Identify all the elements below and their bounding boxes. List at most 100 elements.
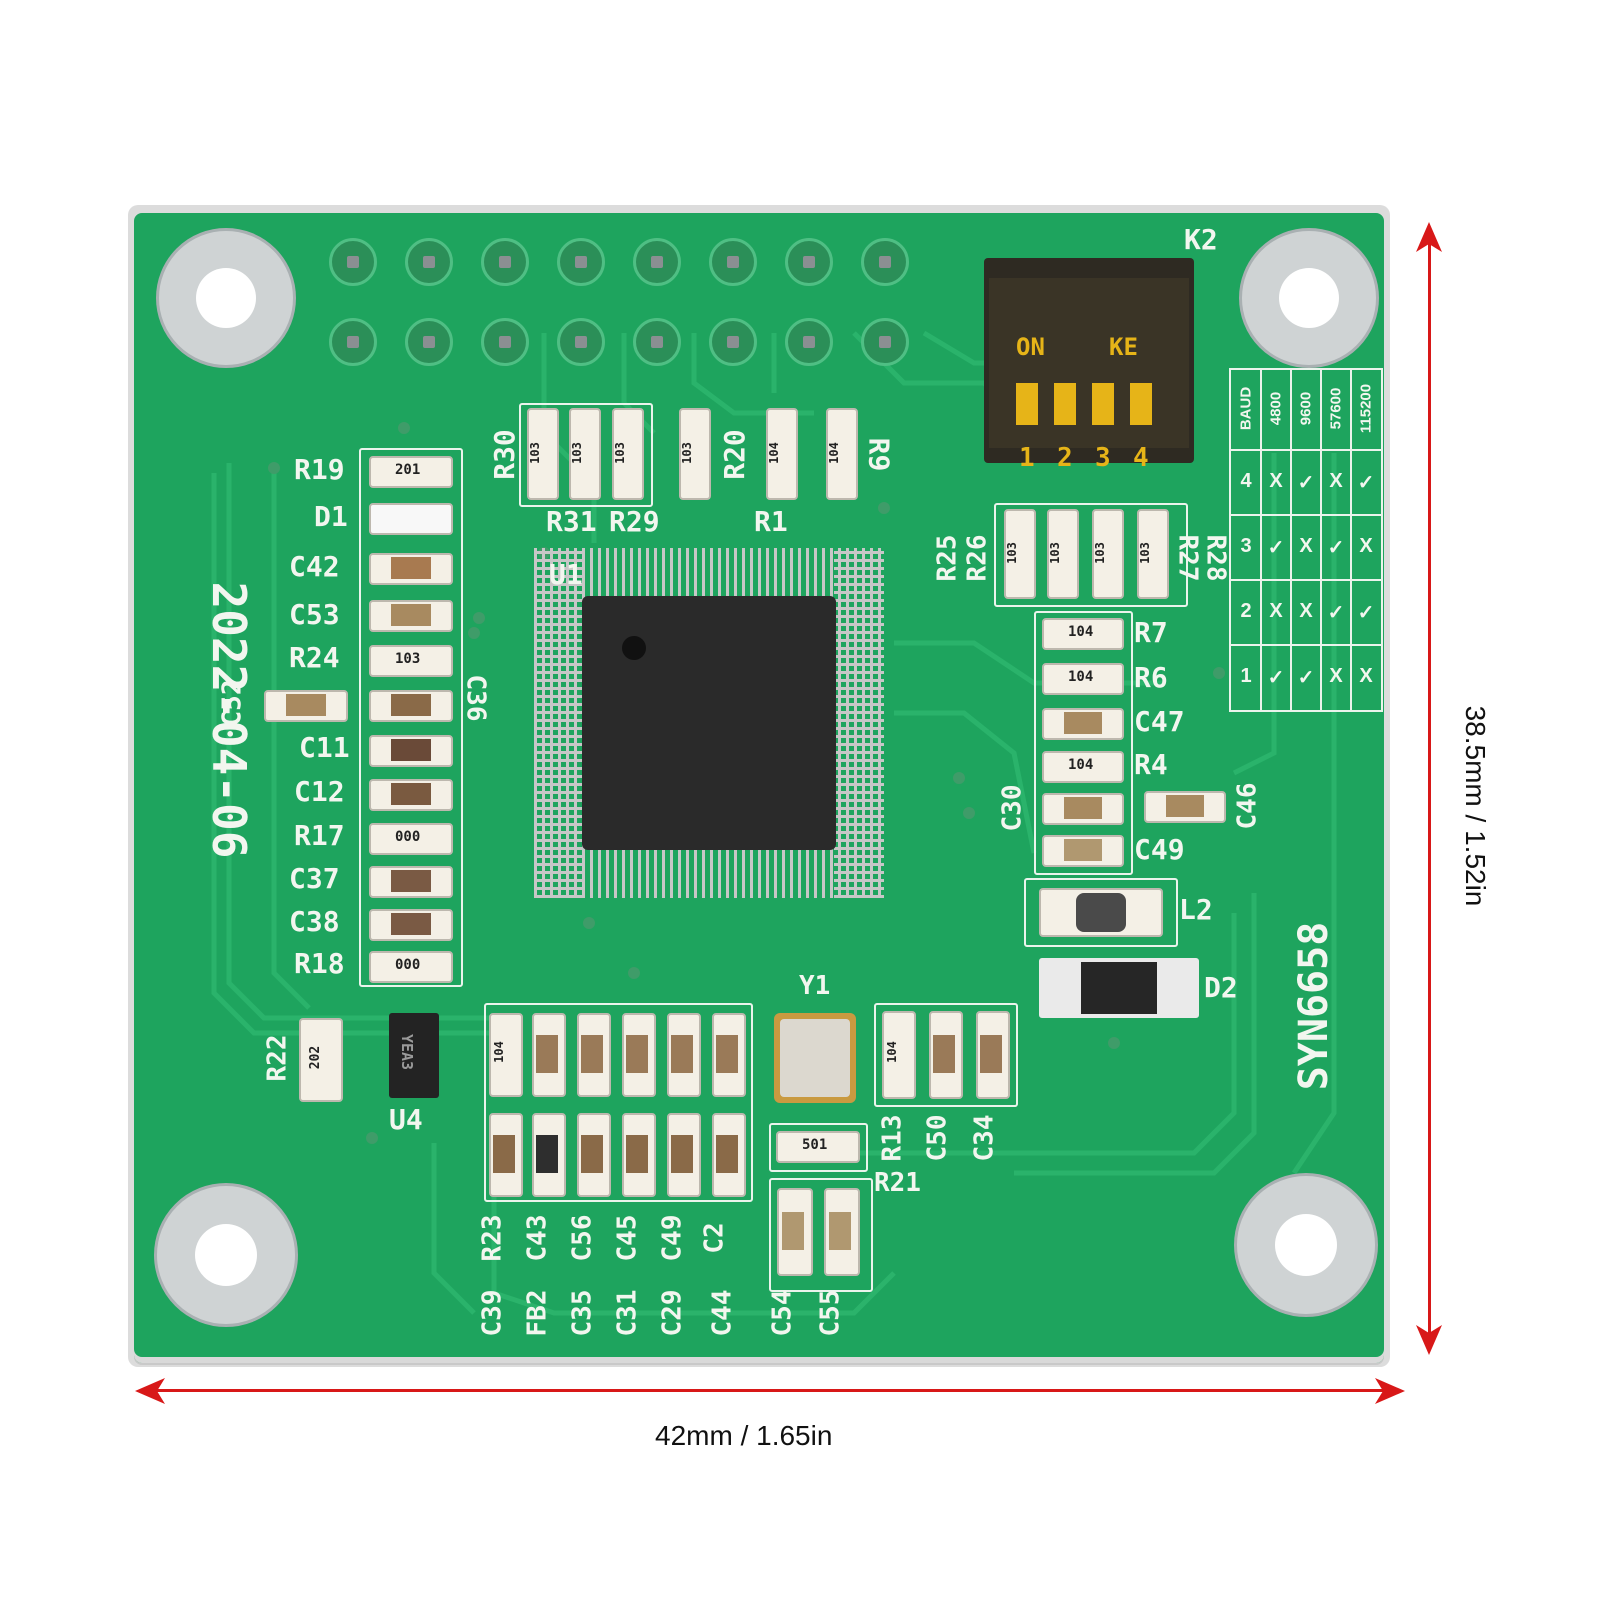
pcb-board: U1 ON KE 1 2 3 4 K2 BAUD 4800 9600 57600… [134, 213, 1384, 1363]
component-c11 [369, 735, 453, 767]
baud-cell: 2 [1240, 600, 1252, 622]
component-c30 [1042, 793, 1124, 825]
code-r25: 103 [1004, 542, 1019, 564]
baud-table: BAUD 4800 9600 57600 115200 4 X ✓ X ✓ 3 … [1229, 368, 1383, 712]
label-r17: R17 [294, 819, 345, 852]
label-c49: C49 [1134, 833, 1185, 866]
component-c47 [1042, 708, 1124, 740]
label-c29: C29 [657, 1289, 688, 1337]
component-c36 [369, 690, 453, 722]
c54-c55-outline [769, 1178, 873, 1292]
baud-cell: ✓ [1327, 602, 1345, 624]
component-c50 [929, 1011, 963, 1099]
component-c54 [777, 1188, 813, 1276]
component-c35 [577, 1113, 611, 1197]
code-r29: 103 [612, 442, 627, 464]
baud-cell: 3 [1240, 535, 1252, 557]
component-c39 [489, 1113, 523, 1197]
baud-header-2: 9600 [1297, 391, 1315, 426]
width-dimension-label: 42mm / 1.65in [655, 1420, 833, 1451]
label-c38: C38 [289, 905, 340, 938]
code-r19: 201 [395, 462, 421, 478]
label-r19: R19 [294, 453, 345, 486]
component-r7: 104 [1042, 618, 1124, 650]
component-c34 [976, 1011, 1010, 1099]
dip-number-3: 3 [1095, 443, 1111, 473]
dip-number-1: 1 [1019, 443, 1035, 473]
label-c49-b: C49 [657, 1214, 688, 1262]
code-r20: 103 [679, 442, 694, 464]
height-dimension-line [1428, 235, 1431, 1340]
dip-on-label: ON [1016, 333, 1045, 361]
label-r27: R27 [1172, 534, 1203, 582]
component-c12 [369, 779, 453, 811]
label-c55: C55 [815, 1289, 846, 1337]
component-c49 [1042, 835, 1124, 867]
dip-brand-label: KE [1109, 333, 1138, 361]
code-r9: 104 [826, 442, 841, 464]
baud-cell: ✓ [1327, 537, 1345, 559]
label-c42: C42 [289, 550, 340, 583]
label-c2: C2 [699, 1222, 730, 1254]
code-r31: 103 [569, 442, 584, 464]
baud-cell: X [1329, 665, 1343, 687]
baud-cell: X [1269, 600, 1283, 622]
component-c42 [369, 553, 453, 585]
baud-cell: ✓ [1267, 667, 1285, 689]
component-r17: 000 [369, 823, 453, 855]
mounting-hole-top-left [156, 228, 296, 368]
regulator-u4: YEA3 [389, 1013, 439, 1098]
component-r29: 103 [612, 408, 644, 500]
width-dimension-line [150, 1389, 1390, 1392]
label-r30: R30 [487, 429, 521, 480]
code-u4: YEA3 [398, 1033, 417, 1071]
mounting-hole-bottom-left [154, 1183, 298, 1327]
dip-switch-k2: ON KE 1 2 3 4 [984, 258, 1194, 473]
baud-cell: X [1269, 470, 1283, 492]
code-r1: 104 [766, 442, 781, 464]
label-c54: C54 [767, 1289, 798, 1337]
component-r26: 103 [1047, 509, 1079, 599]
component-r9: 104 [826, 408, 858, 500]
component-r30: 103 [527, 408, 559, 500]
label-d1: D1 [314, 500, 348, 533]
right-component-block [1034, 611, 1133, 875]
code-r26: 103 [1047, 542, 1062, 564]
pin-header [329, 238, 929, 378]
mounting-hole-bottom-right [1234, 1173, 1378, 1317]
r21-outline [769, 1123, 868, 1172]
component-c43 [532, 1013, 566, 1097]
code-r23: 104 [491, 1041, 506, 1063]
bottom-right-block [874, 1003, 1018, 1107]
code-r17: 000 [395, 829, 421, 845]
label-c35: C35 [567, 1289, 598, 1337]
board-model: SYN6658 [1291, 921, 1337, 1091]
component-r22: 202 [299, 1018, 343, 1102]
diode-d2 [1039, 958, 1199, 1018]
label-c34: C34 [969, 1114, 1000, 1162]
label-r20: R20 [717, 429, 751, 480]
component-r23: 104 [489, 1013, 523, 1097]
label-c45: C45 [612, 1214, 643, 1262]
component-c44 [712, 1113, 746, 1197]
label-r31: R31 [546, 505, 597, 538]
label-c43: C43 [522, 1214, 553, 1262]
label-u1: U1 [549, 558, 583, 591]
component-c31 [622, 1113, 656, 1197]
inductor-outline [1024, 878, 1178, 947]
code-r28: 103 [1137, 542, 1152, 564]
label-r29: R29 [609, 505, 660, 538]
label-r21: R21 [874, 1168, 921, 1198]
component-r28: 103 [1137, 509, 1169, 599]
label-d2: D2 [1204, 971, 1238, 1004]
baud-cell: 4 [1240, 470, 1252, 492]
component-r20: 103 [679, 408, 711, 500]
label-c44: C44 [707, 1289, 738, 1337]
code-r21: 501 [802, 1137, 828, 1153]
baud-cell: X [1299, 600, 1313, 622]
baud-header-1: 4800 [1267, 391, 1285, 426]
component-r4: 104 [1042, 751, 1124, 783]
component-r6: 104 [1042, 663, 1124, 695]
baud-header-3: 57600 [1327, 387, 1345, 430]
main-chip-u1 [534, 548, 884, 898]
